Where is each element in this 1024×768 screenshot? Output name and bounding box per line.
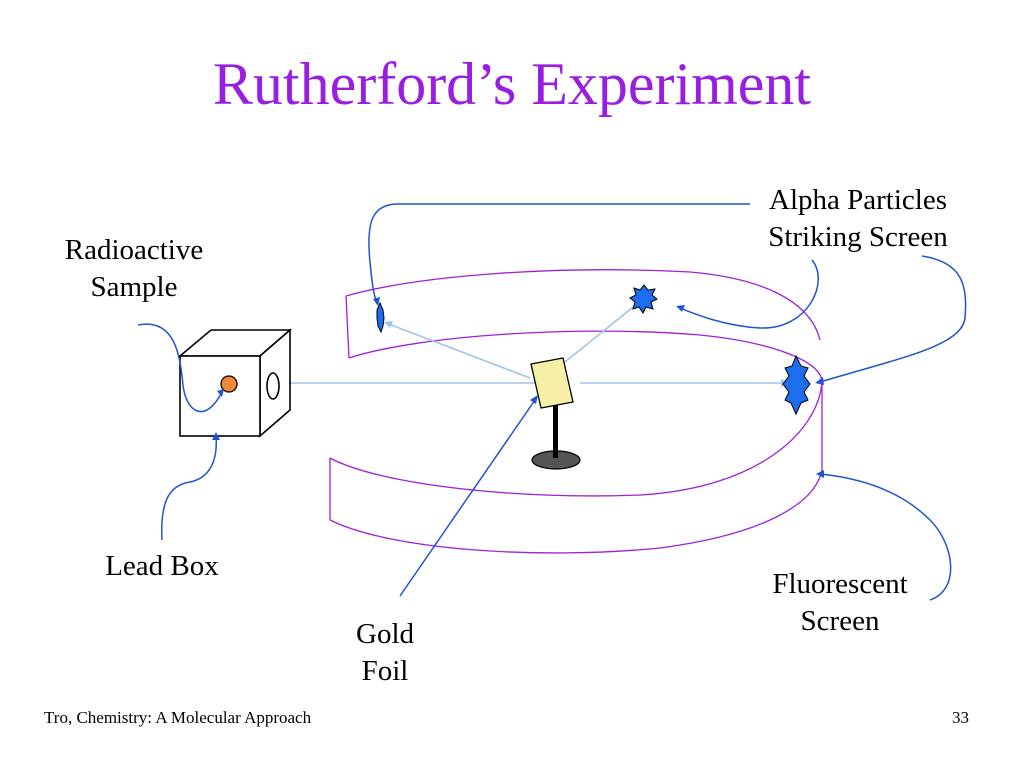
pointer-fluorescent-screen	[819, 473, 952, 601]
pointer-arrowhead-transmitted-flash	[815, 377, 824, 385]
screen-back-left-edge	[345, 295, 350, 359]
pointer-alpha-to-deflected	[679, 259, 819, 329]
pointer-gold-foil	[399, 399, 536, 597]
screen-front-top-edge	[329, 379, 823, 497]
pointer-arrowhead-deflected-flash	[676, 305, 685, 312]
pointer-arrowhead-lead-box	[212, 432, 220, 440]
footer-page-number: 33	[952, 708, 969, 727]
beam-arrowhead-reflected	[384, 321, 393, 328]
screen-back-bottom-edge	[348, 330, 823, 381]
label-radioactive-sample: Radioactive Sample	[64, 234, 204, 303]
beam-reflected	[385, 322, 531, 379]
gold-foil-assembly	[530, 357, 581, 470]
label-lead-box: Lead Box	[105, 550, 219, 582]
scintillation-flashes	[376, 284, 811, 416]
pointer-alpha-to-transmitted	[819, 255, 967, 383]
label-fluorescent-screen: Fluorescent Screen	[772, 568, 908, 637]
gold-foil	[530, 357, 574, 409]
pointer-lines	[137, 203, 967, 601]
label-alpha-particles: Alpha Particles Striking Screen	[768, 184, 948, 253]
flash-reflected	[376, 301, 385, 334]
lead-box-exit-hole	[266, 372, 280, 400]
fluorescent-screen	[329, 269, 823, 554]
flash-deflected	[629, 284, 658, 314]
label-gold-foil: Gold Foil	[356, 618, 414, 687]
alpha-beams	[288, 299, 790, 387]
pointer-arrowhead-reflected-flash	[373, 297, 380, 306]
pointer-alpha-to-reflected	[368, 203, 750, 305]
stand-post	[553, 400, 558, 458]
radioactive-sample-dot	[220, 375, 238, 393]
flash-transmitted	[782, 354, 811, 416]
footer-source: Tro, Chemistry: A Molecular Approach	[44, 708, 312, 727]
slide-title: Rutherford’s Experiment	[212, 51, 812, 117]
pointer-arrowhead-gold-foil	[530, 395, 538, 404]
pointer-radioactive-sample	[137, 323, 223, 413]
screen-back-top-edge	[345, 269, 821, 341]
screen-front-bottom-edge	[329, 469, 823, 554]
pointer-arrowhead-screen	[816, 470, 824, 478]
pointer-lead-box	[161, 435, 218, 541]
pointer-arrowhead-sample	[217, 389, 224, 397]
